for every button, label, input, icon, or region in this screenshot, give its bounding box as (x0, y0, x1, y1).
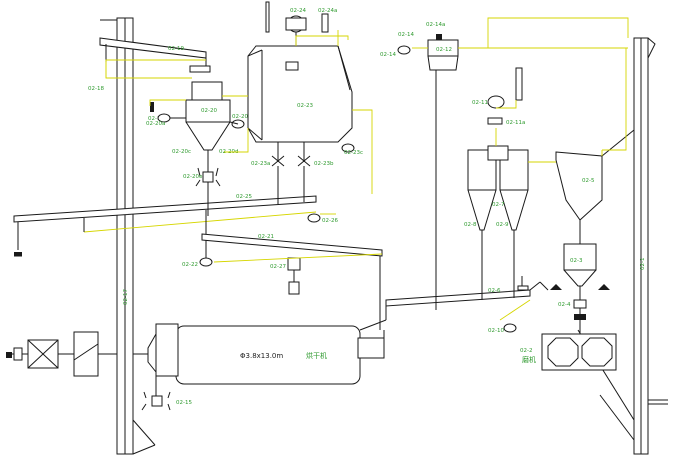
bag-filter-label-a: 02-23a (251, 161, 270, 167)
feeder-left-label: 02-20e (183, 174, 203, 180)
fan-top-right-label: 02-14 (380, 52, 396, 58)
screw-mid-label: 02-21 (258, 234, 274, 240)
bag-filter (247, 45, 355, 194)
hopper-feeder (539, 243, 610, 334)
air-ducts (83, 17, 629, 321)
burner-valve-label: 02-15 (176, 400, 192, 406)
top-right-filter (397, 34, 459, 300)
hoist-mid (287, 257, 301, 295)
bucket-feed-label: 02-18 (88, 86, 104, 92)
left-cyclone-group (157, 81, 245, 200)
screw-conveyor-right (385, 276, 531, 333)
cyclone-left-label-c: 02-20b (232, 114, 252, 120)
left-bucket-elevator (100, 17, 156, 455)
valve-top-left-label: 02-16 (148, 116, 164, 122)
fan-mid-label: 02-26 (322, 218, 338, 224)
valve-bottom-left-label: 02-14 (398, 32, 414, 38)
cyclone-right-label-a: 02-7 (492, 202, 505, 208)
screw-conveyor-mid (199, 233, 383, 330)
material-lines (83, 194, 541, 331)
fan-top-label-a: 02-24a (318, 8, 337, 14)
conveyor-top-left-label: 02-19 (168, 46, 184, 52)
separator-label: 02-5 (582, 178, 595, 184)
fan-top-label: 02-24 (290, 8, 306, 14)
rotary-dryer (141, 323, 385, 411)
cyclone-left-label-b: 02-20a (146, 121, 165, 127)
fan-bottom-right-label: 02-10 (488, 328, 504, 334)
cyclone-left-label-d: 02-20c (172, 149, 191, 155)
screw-conveyor-long (13, 195, 321, 257)
cyclone-right-label-c: 02-9 (496, 222, 509, 228)
screw-right-label: 02-6 (488, 288, 501, 294)
dryer-size-label: Φ3.8x13.0m (240, 352, 283, 360)
elevator-left-label: 02-17 (123, 289, 129, 305)
right-fan-group (487, 67, 523, 125)
valve-top-left-icon (150, 102, 154, 112)
filter-top-right-label: 02-12 (436, 47, 452, 53)
cyclone-right-label-b: 02-8 (464, 222, 477, 228)
dryer-tag: 烘干机 (306, 351, 327, 360)
separator (555, 129, 635, 244)
crusher-box (541, 333, 617, 371)
bag-filter-label-b: 02-23b (314, 161, 334, 167)
fan-right-label: 02-11 (472, 100, 488, 106)
elevator-right-label: 02-1 (640, 258, 646, 270)
valve-right-label: 02-11a (506, 120, 525, 126)
burner-chain (6, 331, 148, 377)
hopper-label: 02-3 (570, 258, 583, 264)
bag-filter-label-c: 02-23c (344, 150, 363, 156)
top-fan-group (265, 1, 329, 46)
right-twin-cyclones (467, 145, 529, 290)
bag-filter-label: 02-23 (297, 103, 313, 109)
stack-fan-label: 02-14a (426, 22, 445, 28)
feeder-right-label: 02-4 (558, 302, 571, 308)
right-bucket-elevator (577, 37, 668, 455)
fan-small-mid-label: 02-22 (182, 262, 198, 268)
cyclone-left-label-a: 02-20 (201, 108, 217, 114)
screw-long-label: 02-25 (236, 194, 252, 200)
crusher-box-label: 02-2 (520, 348, 532, 354)
hoist-mid-label: 02-27 (270, 264, 286, 270)
mill-tag: 磨机 (522, 355, 536, 364)
